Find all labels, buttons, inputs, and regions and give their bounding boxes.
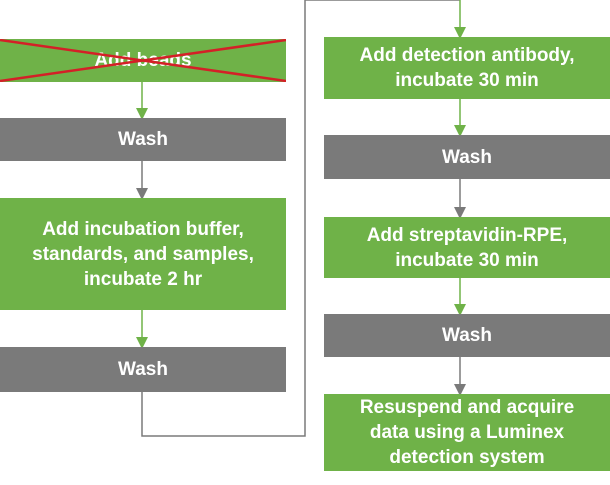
step-wash-2: Wash bbox=[0, 347, 286, 392]
step-streptavidin-line-2: incubate 30 min bbox=[395, 249, 539, 271]
step-add-detection-antibody: Add detection antibody, incubate 30 min bbox=[324, 37, 610, 99]
step-wash-4-label: Wash bbox=[442, 325, 492, 346]
step-wash-1: Wash bbox=[0, 118, 286, 161]
step-resuspend-line-3: detection system bbox=[389, 447, 545, 468]
step-resuspend-line-2: data using a Luminex bbox=[369, 422, 565, 443]
step-wash-1-label: Wash bbox=[118, 129, 168, 150]
column-connector bbox=[141, 0, 460, 437]
step-resuspend-line-1: Resuspend and acquire bbox=[359, 397, 575, 418]
step-add-incubation-buffer: Add incubation buffer, standards, and sa… bbox=[0, 198, 286, 310]
step-add-streptavidin: Add streptavidin-RPE, incubate 30 min bbox=[324, 217, 610, 278]
step-incubation-line-1: Add incubation buffer, bbox=[42, 218, 244, 240]
strikeout-cross-icon bbox=[0, 39, 286, 82]
step-incubation-line-3: incubate 2 hr bbox=[83, 268, 203, 290]
step-incubation-line-2: standards, and samples, bbox=[32, 243, 254, 265]
step-wash-3: Wash bbox=[324, 135, 610, 179]
step-resuspend-acquire: Resuspend and acquire data using a Lumin… bbox=[324, 394, 610, 471]
step-detection-line-2: incubate 30 min bbox=[395, 70, 539, 91]
step-wash-3-label: Wash bbox=[442, 146, 492, 168]
step-detection-line-1: Add detection antibody, bbox=[359, 45, 575, 66]
step-streptavidin-line-1: Add streptavidin-RPE, bbox=[366, 224, 568, 246]
step-wash-4: Wash bbox=[324, 314, 610, 357]
step-wash-2-label: Wash bbox=[118, 359, 168, 380]
